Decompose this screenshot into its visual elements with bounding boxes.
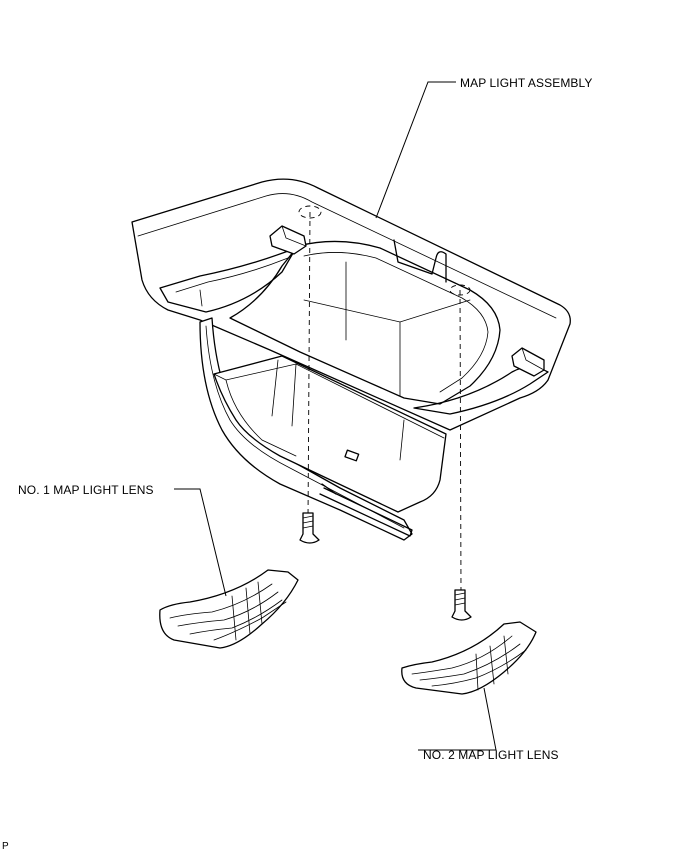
alignment-line-left	[307, 211, 311, 521]
label-no1-map-light-lens: NO. 1 MAP LIGHT LENS	[18, 483, 154, 497]
no2-map-light-lens	[401, 621, 537, 695]
leader-no2-lens	[418, 687, 497, 751]
lamp-frame	[199, 317, 447, 541]
screw-left	[299, 512, 320, 544]
corner-mark: P	[2, 841, 9, 852]
label-map-light-assembly: MAP LIGHT ASSEMBLY	[460, 76, 593, 90]
map-light-assembly-housing	[131, 178, 571, 431]
leader-no1-lens	[174, 488, 227, 597]
leader-map-light-assembly	[375, 81, 456, 219]
no1-map-light-lens	[159, 569, 299, 649]
label-no2-map-light-lens: NO. 2 MAP LIGHT LENS	[423, 748, 559, 762]
screw-right	[451, 589, 472, 621]
